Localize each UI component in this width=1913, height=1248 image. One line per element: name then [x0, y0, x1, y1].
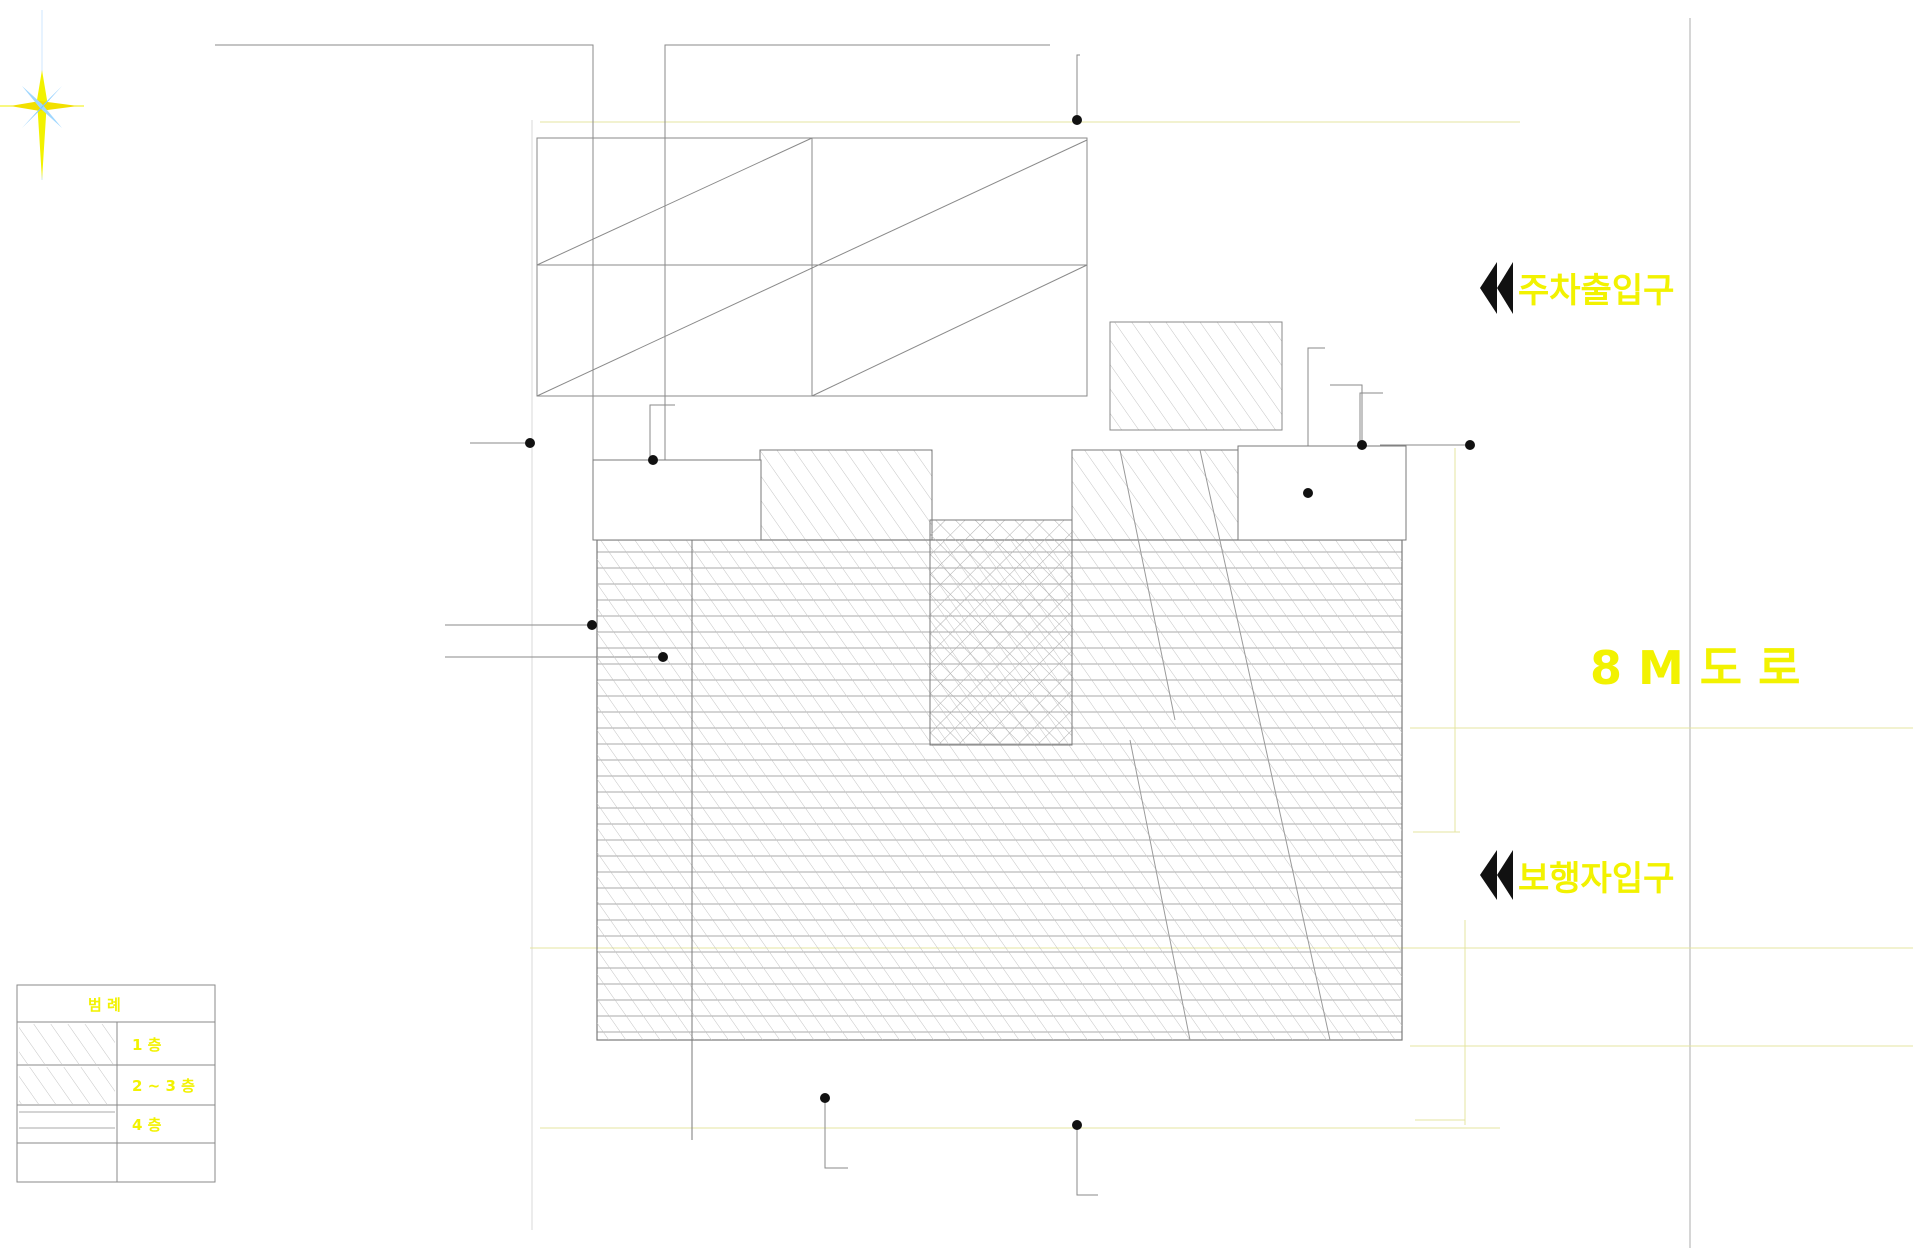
legend-box — [16, 984, 216, 1183]
pedestrian-entrance-label: 보행자입구 — [1518, 859, 1674, 899]
legend-row-3: 4 층 — [132, 1116, 162, 1134]
legend-title: 범 례 — [88, 996, 121, 1014]
parking-entrance-arrow-icon — [1480, 262, 1513, 314]
landscape-area — [1109, 321, 1283, 431]
leader-lines — [215, 44, 1470, 1196]
leader-dots — [525, 115, 1475, 1130]
road-label: 8 M 도 로 — [1590, 641, 1800, 695]
north-arrow-icon — [0, 10, 84, 180]
pedestrian-entrance-arrow-icon — [1480, 850, 1513, 900]
building-footprint — [592, 445, 1407, 1140]
legend-row-2: 2 ~ 3 층 — [132, 1077, 195, 1095]
parking-entrance-label: 주차출입구 — [1518, 271, 1674, 311]
parking-spaces — [536, 137, 1088, 397]
legend-row-1: 1 층 — [132, 1036, 162, 1054]
